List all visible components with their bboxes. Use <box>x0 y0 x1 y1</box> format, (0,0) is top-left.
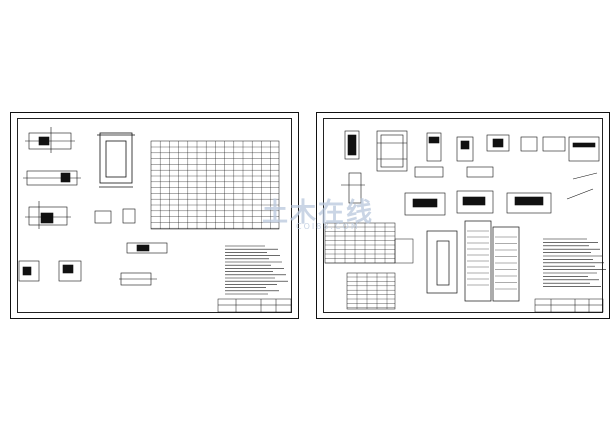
section-detail-4 <box>18 260 82 282</box>
watermark-logo: 土木在线 <box>262 198 375 228</box>
column-sections <box>341 130 600 204</box>
sheet-right-drawing <box>324 130 606 313</box>
sheet-left-drawing <box>18 127 292 313</box>
schedule-table <box>150 140 280 230</box>
section-detail-2 <box>23 170 81 186</box>
drawing-sheet-left <box>10 112 299 319</box>
title-block <box>534 298 604 313</box>
sheet-border <box>17 118 292 313</box>
stair-plans <box>426 220 520 302</box>
design-notes <box>543 238 606 287</box>
section-detail-3 <box>25 201 71 229</box>
stair-treads <box>467 230 517 290</box>
schedule-table-grid <box>325 223 395 309</box>
elevation-detail <box>97 132 135 188</box>
design-notes <box>225 245 288 295</box>
drawing-sheet-right <box>316 112 610 319</box>
sheet-border <box>323 118 603 313</box>
small-details <box>94 208 168 286</box>
schedule-table-grid <box>151 141 279 229</box>
beam-sections <box>404 166 552 216</box>
title-block <box>217 298 292 313</box>
watermark-subtext: COI88.COM <box>296 222 360 231</box>
section-detail-1 <box>25 127 75 153</box>
